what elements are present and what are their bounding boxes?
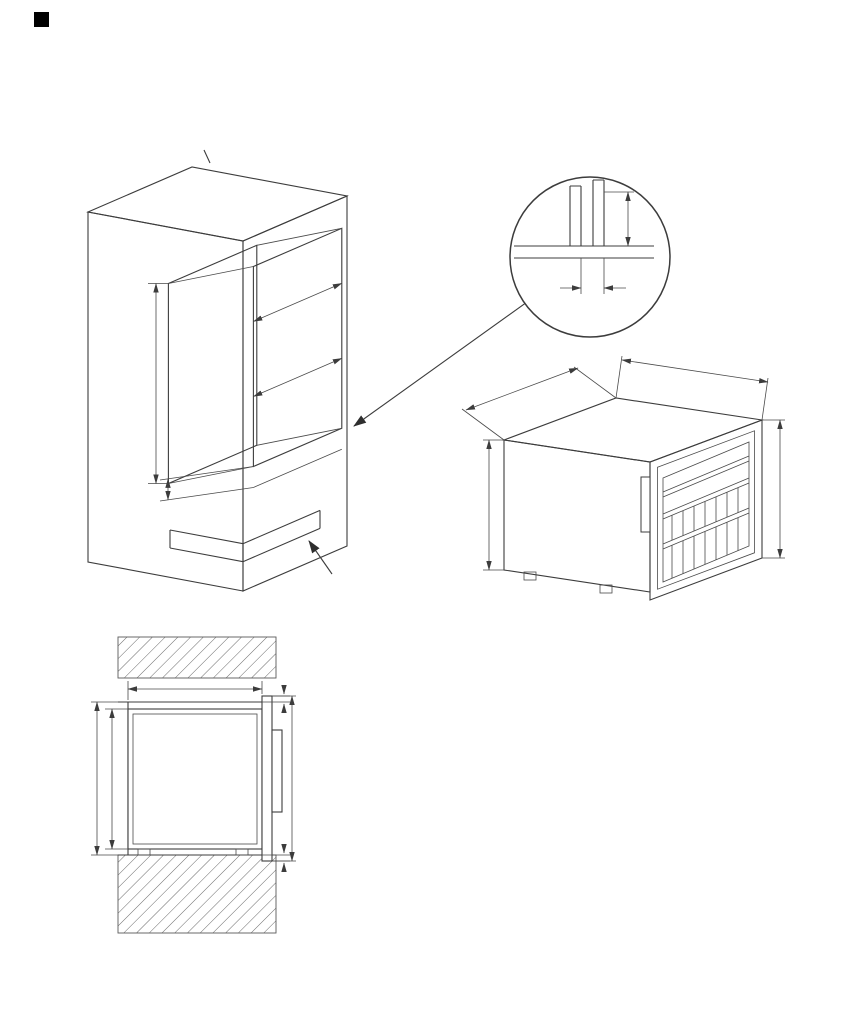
section-foot-left — [137, 848, 151, 856]
dim-ext-585 — [483, 439, 504, 571]
vent-bottom-arrow — [308, 540, 333, 575]
unit-foot-left — [523, 571, 537, 581]
rack-slats — [671, 487, 739, 579]
callout-circle — [509, 176, 671, 338]
unit-left-face — [503, 439, 651, 593]
door-section — [261, 695, 273, 862]
section-bullet-icon — [34, 12, 49, 27]
dim-line-niche-lower-width — [252, 357, 343, 397]
cabinet-wall-bottom-hatch — [117, 854, 277, 934]
dim-line-545 — [465, 367, 579, 411]
wine-shelf-rows — [662, 477, 750, 550]
dim-line-niche-upper-width — [252, 282, 343, 322]
plinth-vent-recess — [169, 509, 321, 563]
door-handle — [640, 476, 651, 533]
dim-ext-section-585 — [105, 708, 128, 850]
dim-ext-bottom-gap — [262, 854, 290, 862]
section-foot-right — [235, 848, 249, 856]
section-header — [34, 12, 60, 27]
door-glass-panel — [662, 441, 750, 583]
callout-leader-arrow — [353, 303, 526, 427]
detail-callout — [353, 176, 671, 427]
unit-foot-right — [599, 584, 613, 594]
dim-ext-niche-height — [148, 283, 169, 484]
cabinet-isometric — [86, 149, 349, 592]
unit-inner-wall — [132, 713, 258, 845]
control-panel-strip — [662, 455, 750, 498]
dim-ext-section-570 — [127, 681, 263, 700]
cabinet-wall-top-hatch — [117, 636, 277, 679]
dim-ext-545 — [461, 366, 617, 441]
cabinet-top-face — [86, 166, 349, 242]
dim-ext-595 — [762, 419, 785, 559]
dim-ext-section-590 — [91, 701, 118, 856]
dim-ext-570 — [615, 355, 769, 421]
door-inner-frame — [657, 430, 755, 590]
unit-body-section — [127, 708, 263, 850]
niche-depth-edges — [168, 227, 342, 484]
cabinet-front-face — [242, 195, 348, 592]
dim-line-570 — [621, 358, 769, 384]
gap-lines — [159, 448, 342, 502]
handle-section — [271, 729, 283, 813]
unit-isometric — [461, 355, 785, 601]
cabinet-left-face — [87, 211, 244, 592]
detail-walls — [569, 179, 605, 246]
vent-top-tick — [203, 149, 211, 164]
section-view — [91, 636, 296, 934]
